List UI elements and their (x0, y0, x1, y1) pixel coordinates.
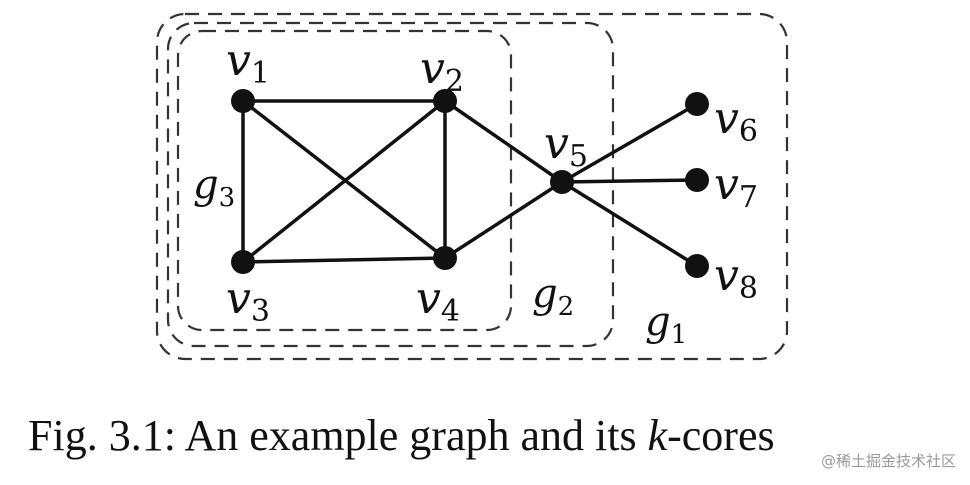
node-v5 (550, 170, 574, 194)
node-label-v2: v2 (420, 43, 464, 99)
node-label-v7: v7 (714, 159, 758, 215)
edge-v5-v7 (560, 178, 699, 184)
caption-emph: k (647, 411, 668, 460)
node-v2 (433, 89, 457, 113)
node-label-v5: v5 (544, 118, 588, 174)
edge-v4-v5 (443, 180, 564, 260)
edge-v3-v4 (241, 256, 447, 264)
node-v8 (685, 254, 709, 278)
nodes-layer (231, 89, 709, 278)
node-v1 (231, 89, 255, 113)
edge-v5-v8 (560, 180, 699, 268)
node-label-v6: v6 (714, 93, 758, 149)
group-g3-boundary (176, 29, 513, 332)
node-label-v8: v8 (714, 250, 758, 306)
caption-prefix: Fig. 3.1: An example graph and its (28, 411, 648, 460)
group-label-g1: g1 (645, 299, 687, 350)
node-label-v4: v4 (416, 273, 460, 329)
edges-layer (241, 99, 699, 268)
group-g1-boundary (155, 12, 789, 361)
caption-suffix: -cores (667, 411, 775, 460)
edge-v5-v6 (560, 102, 699, 184)
group-label-g3: g3 (193, 162, 235, 213)
node-v6 (685, 92, 709, 116)
node-v7 (685, 168, 709, 192)
node-v4 (433, 246, 457, 270)
node-label-v1: v1 (226, 35, 270, 91)
group-label-g2: g2 (532, 271, 574, 322)
node-label-v3: v3 (226, 273, 270, 329)
figure-caption: Fig. 3.1: An example graph and its k-cor… (28, 410, 775, 461)
labels-layer: v1 v2 v3 v4 v5 v6 v7 v8 g1 g2 g3 (193, 35, 758, 350)
edge-v2-v3 (241, 99, 447, 264)
group-g2-boundary (166, 21, 615, 348)
groups-layer (155, 12, 789, 361)
node-v3 (231, 250, 255, 274)
watermark: @稀土掘金技术社区 (820, 452, 956, 470)
edge-v2-v5 (443, 99, 564, 184)
